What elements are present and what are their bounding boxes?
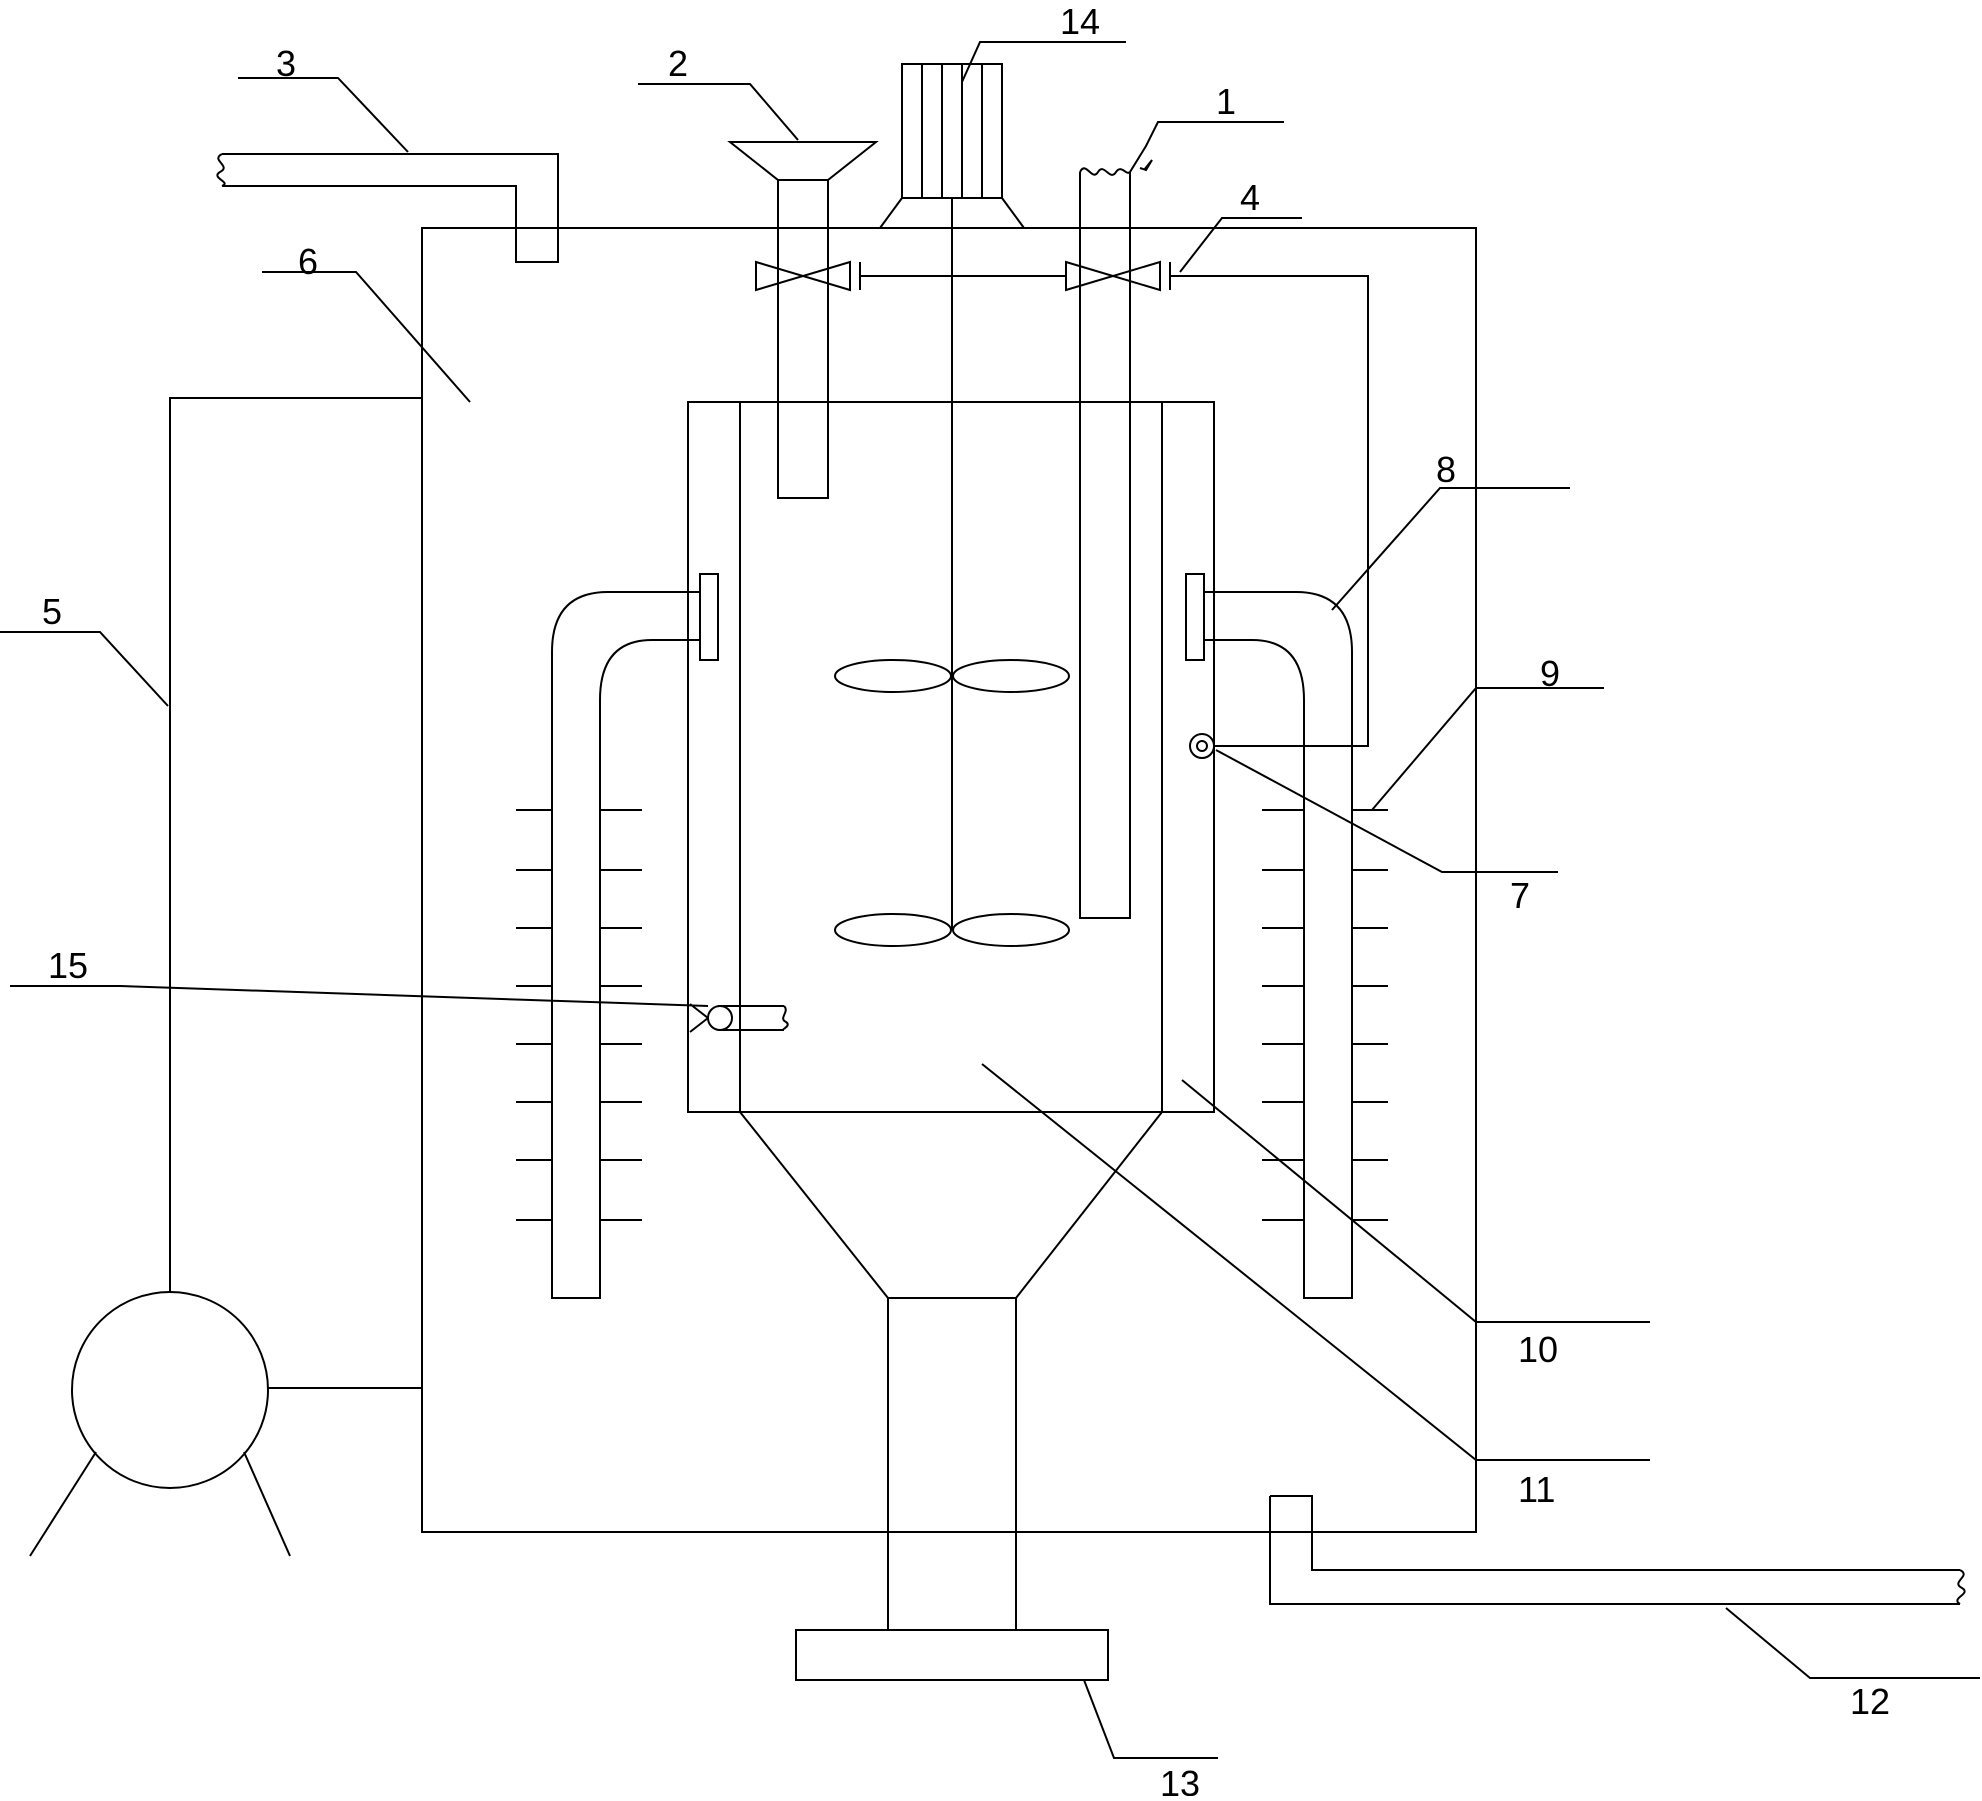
sensor-7 xyxy=(1189,733,1215,759)
label-7: 7 xyxy=(1510,875,1530,916)
right-heating-pipe xyxy=(1202,591,1353,1299)
nozzle-15 xyxy=(718,1005,784,1031)
left-flange xyxy=(699,573,719,661)
left-fins xyxy=(516,809,642,1221)
feed-pipe-1 xyxy=(1079,172,1131,919)
conical-bottom xyxy=(739,1111,1163,1299)
outer-housing xyxy=(421,227,1477,1533)
pipe-3 xyxy=(222,153,559,263)
pipe-12 xyxy=(1269,1495,1960,1605)
leader-lines xyxy=(0,41,1980,1759)
label-2: 2 xyxy=(668,43,688,84)
label-11: 11 xyxy=(1518,1469,1555,1510)
discharge-pipe xyxy=(887,1297,1017,1631)
nozzle-15-break xyxy=(782,1005,789,1031)
label-8: 8 xyxy=(1436,449,1456,490)
label-4: 4 xyxy=(1240,177,1260,218)
pump-5[interactable] xyxy=(71,1291,269,1489)
impeller-blade xyxy=(952,913,1070,947)
label-10: 10 xyxy=(1518,1329,1558,1370)
impeller-blade xyxy=(952,659,1070,693)
label-6: 6 xyxy=(298,241,318,282)
circulation-line xyxy=(169,397,422,1389)
label-5: 5 xyxy=(42,591,62,632)
label-15: 15 xyxy=(48,945,88,986)
pipe-3-break xyxy=(216,153,226,187)
sensor-7-core xyxy=(1196,740,1208,752)
control-line xyxy=(860,275,1369,747)
left-heating-pipe xyxy=(551,591,700,1299)
valve-right[interactable] xyxy=(1065,260,1171,292)
feed-pipe xyxy=(777,179,829,499)
nozzle-15-head xyxy=(707,1005,733,1031)
right-fins xyxy=(1262,809,1388,1221)
base-plate xyxy=(795,1629,1109,1681)
right-flange xyxy=(1185,573,1205,661)
label-13: 13 xyxy=(1160,1763,1200,1796)
label-3: 3 xyxy=(276,43,296,84)
label-1: 1 xyxy=(1216,81,1236,122)
feed-pipe-1-break xyxy=(1079,167,1131,176)
pipe-12-break xyxy=(1956,1569,1966,1605)
impeller-blade xyxy=(834,913,952,947)
label-12: 12 xyxy=(1850,1681,1890,1722)
impeller-blade xyxy=(834,659,952,693)
pump-legs xyxy=(29,1451,291,1557)
label-9: 9 xyxy=(1540,653,1560,694)
feed-hopper xyxy=(727,141,879,181)
nozzle-15-spray xyxy=(689,1003,709,1033)
label-14: 14 xyxy=(1060,1,1100,42)
valve-left[interactable] xyxy=(755,260,861,292)
motor xyxy=(901,63,1003,199)
